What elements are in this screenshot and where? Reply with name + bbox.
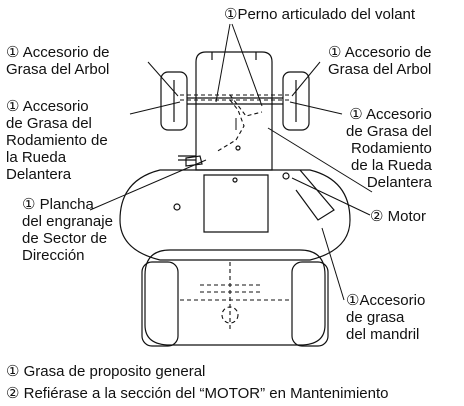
front-right-wheel xyxy=(282,71,310,131)
label-rodamiento-right: ① Accesorio de Grasa del Rodamiento de l… xyxy=(346,106,432,191)
label-rodamiento-left: ① Accesorio de Grasa del Rodamiento de l… xyxy=(6,98,108,183)
seat xyxy=(203,174,269,233)
label-accesorio-mandril: ①Accesorio de grasa del mandril xyxy=(346,292,426,343)
leader-lines xyxy=(89,23,373,301)
front-left-wheel xyxy=(160,71,188,131)
rear-right-wheel xyxy=(291,261,329,347)
legend-item-motor-reference: ② Refiérase a la sección del “MOTOR” en … xyxy=(6,385,389,402)
rear-left-wheel xyxy=(141,261,179,347)
steering-linkage xyxy=(180,94,290,153)
body xyxy=(119,169,351,261)
label-perno-articulado: ①Perno articulado del volant xyxy=(224,6,416,23)
sector-plate xyxy=(185,155,203,167)
label-accesorio-arbol-left: ① Accesorio de Grasa del Arbol xyxy=(6,44,110,78)
hood xyxy=(195,51,273,171)
legend-item-general-grease: ① Grasa de proposito general xyxy=(6,363,206,380)
label-motor: ② Motor xyxy=(370,208,426,225)
mower-deck xyxy=(144,249,326,346)
deck-spindles xyxy=(180,262,290,330)
label-plancha-engranaje: ① Plancha del engranaje de Sector de Dir… xyxy=(22,196,113,264)
label-accesorio-arbol-right: ① Accesorio de Grasa del Arbol xyxy=(328,44,432,78)
